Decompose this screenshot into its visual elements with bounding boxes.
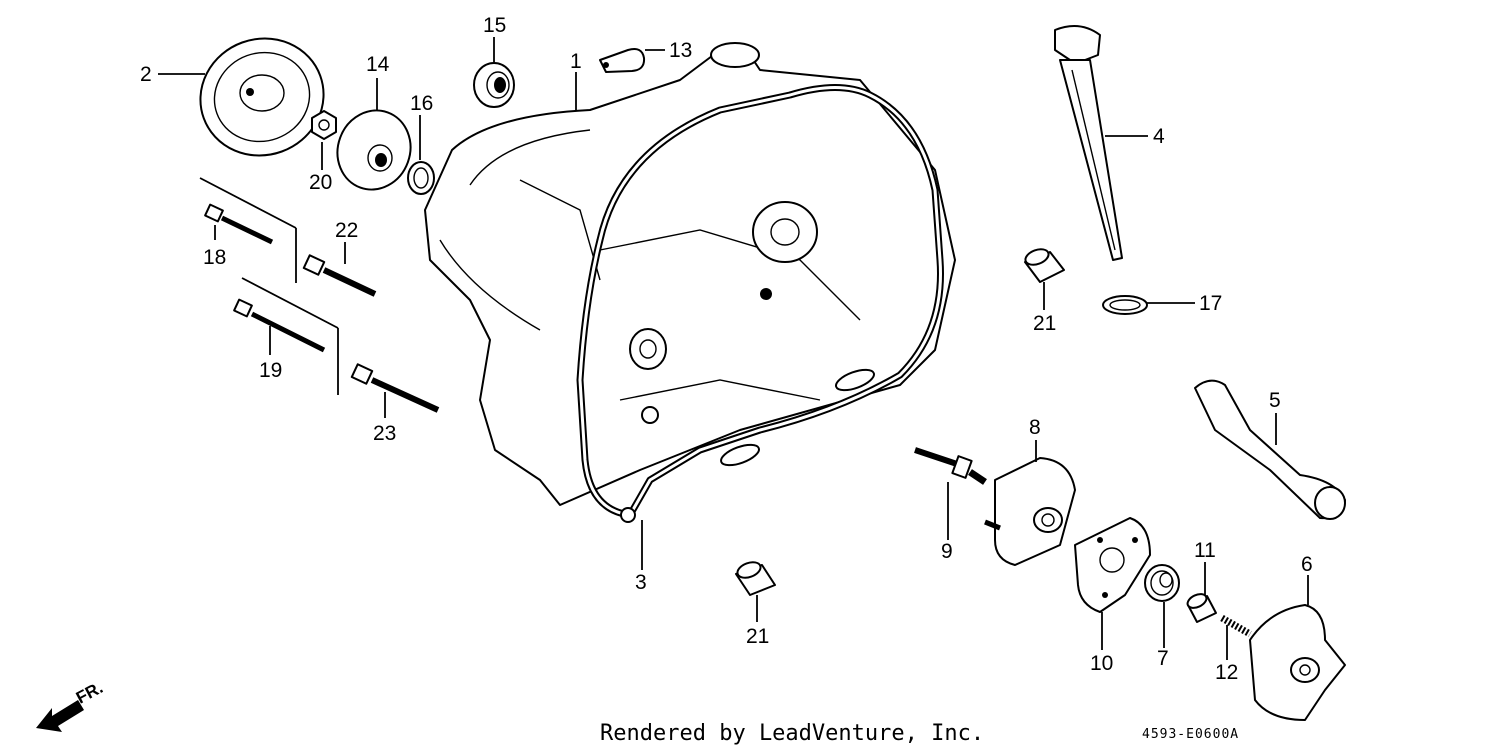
part-2-cap[interactable] [184, 21, 340, 172]
part-4-dipstick[interactable] [1054, 25, 1123, 261]
callout-18: 18 [203, 246, 226, 269]
callout-23: 23 [373, 422, 396, 445]
callout-21-lower: 21 [746, 625, 769, 648]
front-direction-arrow-icon [36, 700, 84, 732]
part-21-dowel-pin-upper[interactable] [1023, 246, 1065, 283]
callout-4: 4 [1153, 125, 1165, 148]
callout-19: 19 [259, 359, 282, 382]
callout-8: 8 [1029, 416, 1041, 439]
part-1-crankcase-cover[interactable] [424, 42, 956, 506]
part-3-gasket[interactable] [576, 84, 944, 523]
part-13-clamp[interactable] [599, 48, 646, 73]
callout-14: 14 [366, 53, 390, 76]
bracket-line-upper [199, 177, 297, 229]
callout-16: 16 [410, 92, 433, 115]
part-8-plate[interactable] [984, 457, 1076, 566]
rendered-by-text: Rendered by LeadVenture, Inc. [600, 721, 984, 746]
callout-22: 22 [335, 219, 358, 242]
part-17-o-ring[interactable] [1102, 295, 1148, 315]
callout-9: 9 [941, 540, 953, 563]
callout-1: 1 [570, 50, 582, 73]
part-15-oil-seal[interactable] [473, 62, 515, 108]
callout-21-upper: 21 [1033, 312, 1056, 335]
part-22-bolt[interactable] [302, 254, 377, 297]
callout-17: 17 [1199, 292, 1222, 315]
part-19-bolt[interactable] [233, 298, 326, 353]
callout-11: 11 [1194, 539, 1216, 562]
part-18-bolt[interactable] [204, 203, 274, 245]
callout-12: 12 [1215, 661, 1238, 684]
part-14-cover[interactable] [326, 100, 421, 200]
callout-13: 13 [669, 39, 692, 62]
part-23-bolt[interactable] [350, 363, 440, 413]
bracket-line-lower [241, 277, 339, 329]
part-10-plate[interactable] [1074, 517, 1151, 613]
diagram-code: 4593-E0600A [1142, 727, 1239, 742]
part-9-stud-bolt[interactable] [914, 447, 987, 485]
callout-10: 10 [1090, 652, 1113, 675]
part-6-lever[interactable] [1249, 604, 1346, 721]
part-21-dowel-pin-lower[interactable] [735, 559, 776, 596]
part-5-arm[interactable] [1194, 379, 1346, 520]
part-16-washer[interactable] [407, 161, 435, 195]
callout-15: 15 [483, 14, 506, 37]
part-20-nut[interactable] [311, 110, 337, 140]
callout-5: 5 [1269, 389, 1281, 412]
callout-20: 20 [309, 171, 332, 194]
part-7-spring[interactable] [1144, 564, 1180, 602]
callout-3: 3 [635, 571, 647, 594]
callout-7: 7 [1157, 647, 1169, 670]
part-11-collar[interactable] [1185, 591, 1217, 623]
part-12-spring[interactable] [1220, 614, 1252, 638]
leader-lines [158, 37, 1309, 660]
callout-2: 2 [140, 63, 152, 86]
callout-6: 6 [1301, 553, 1313, 576]
